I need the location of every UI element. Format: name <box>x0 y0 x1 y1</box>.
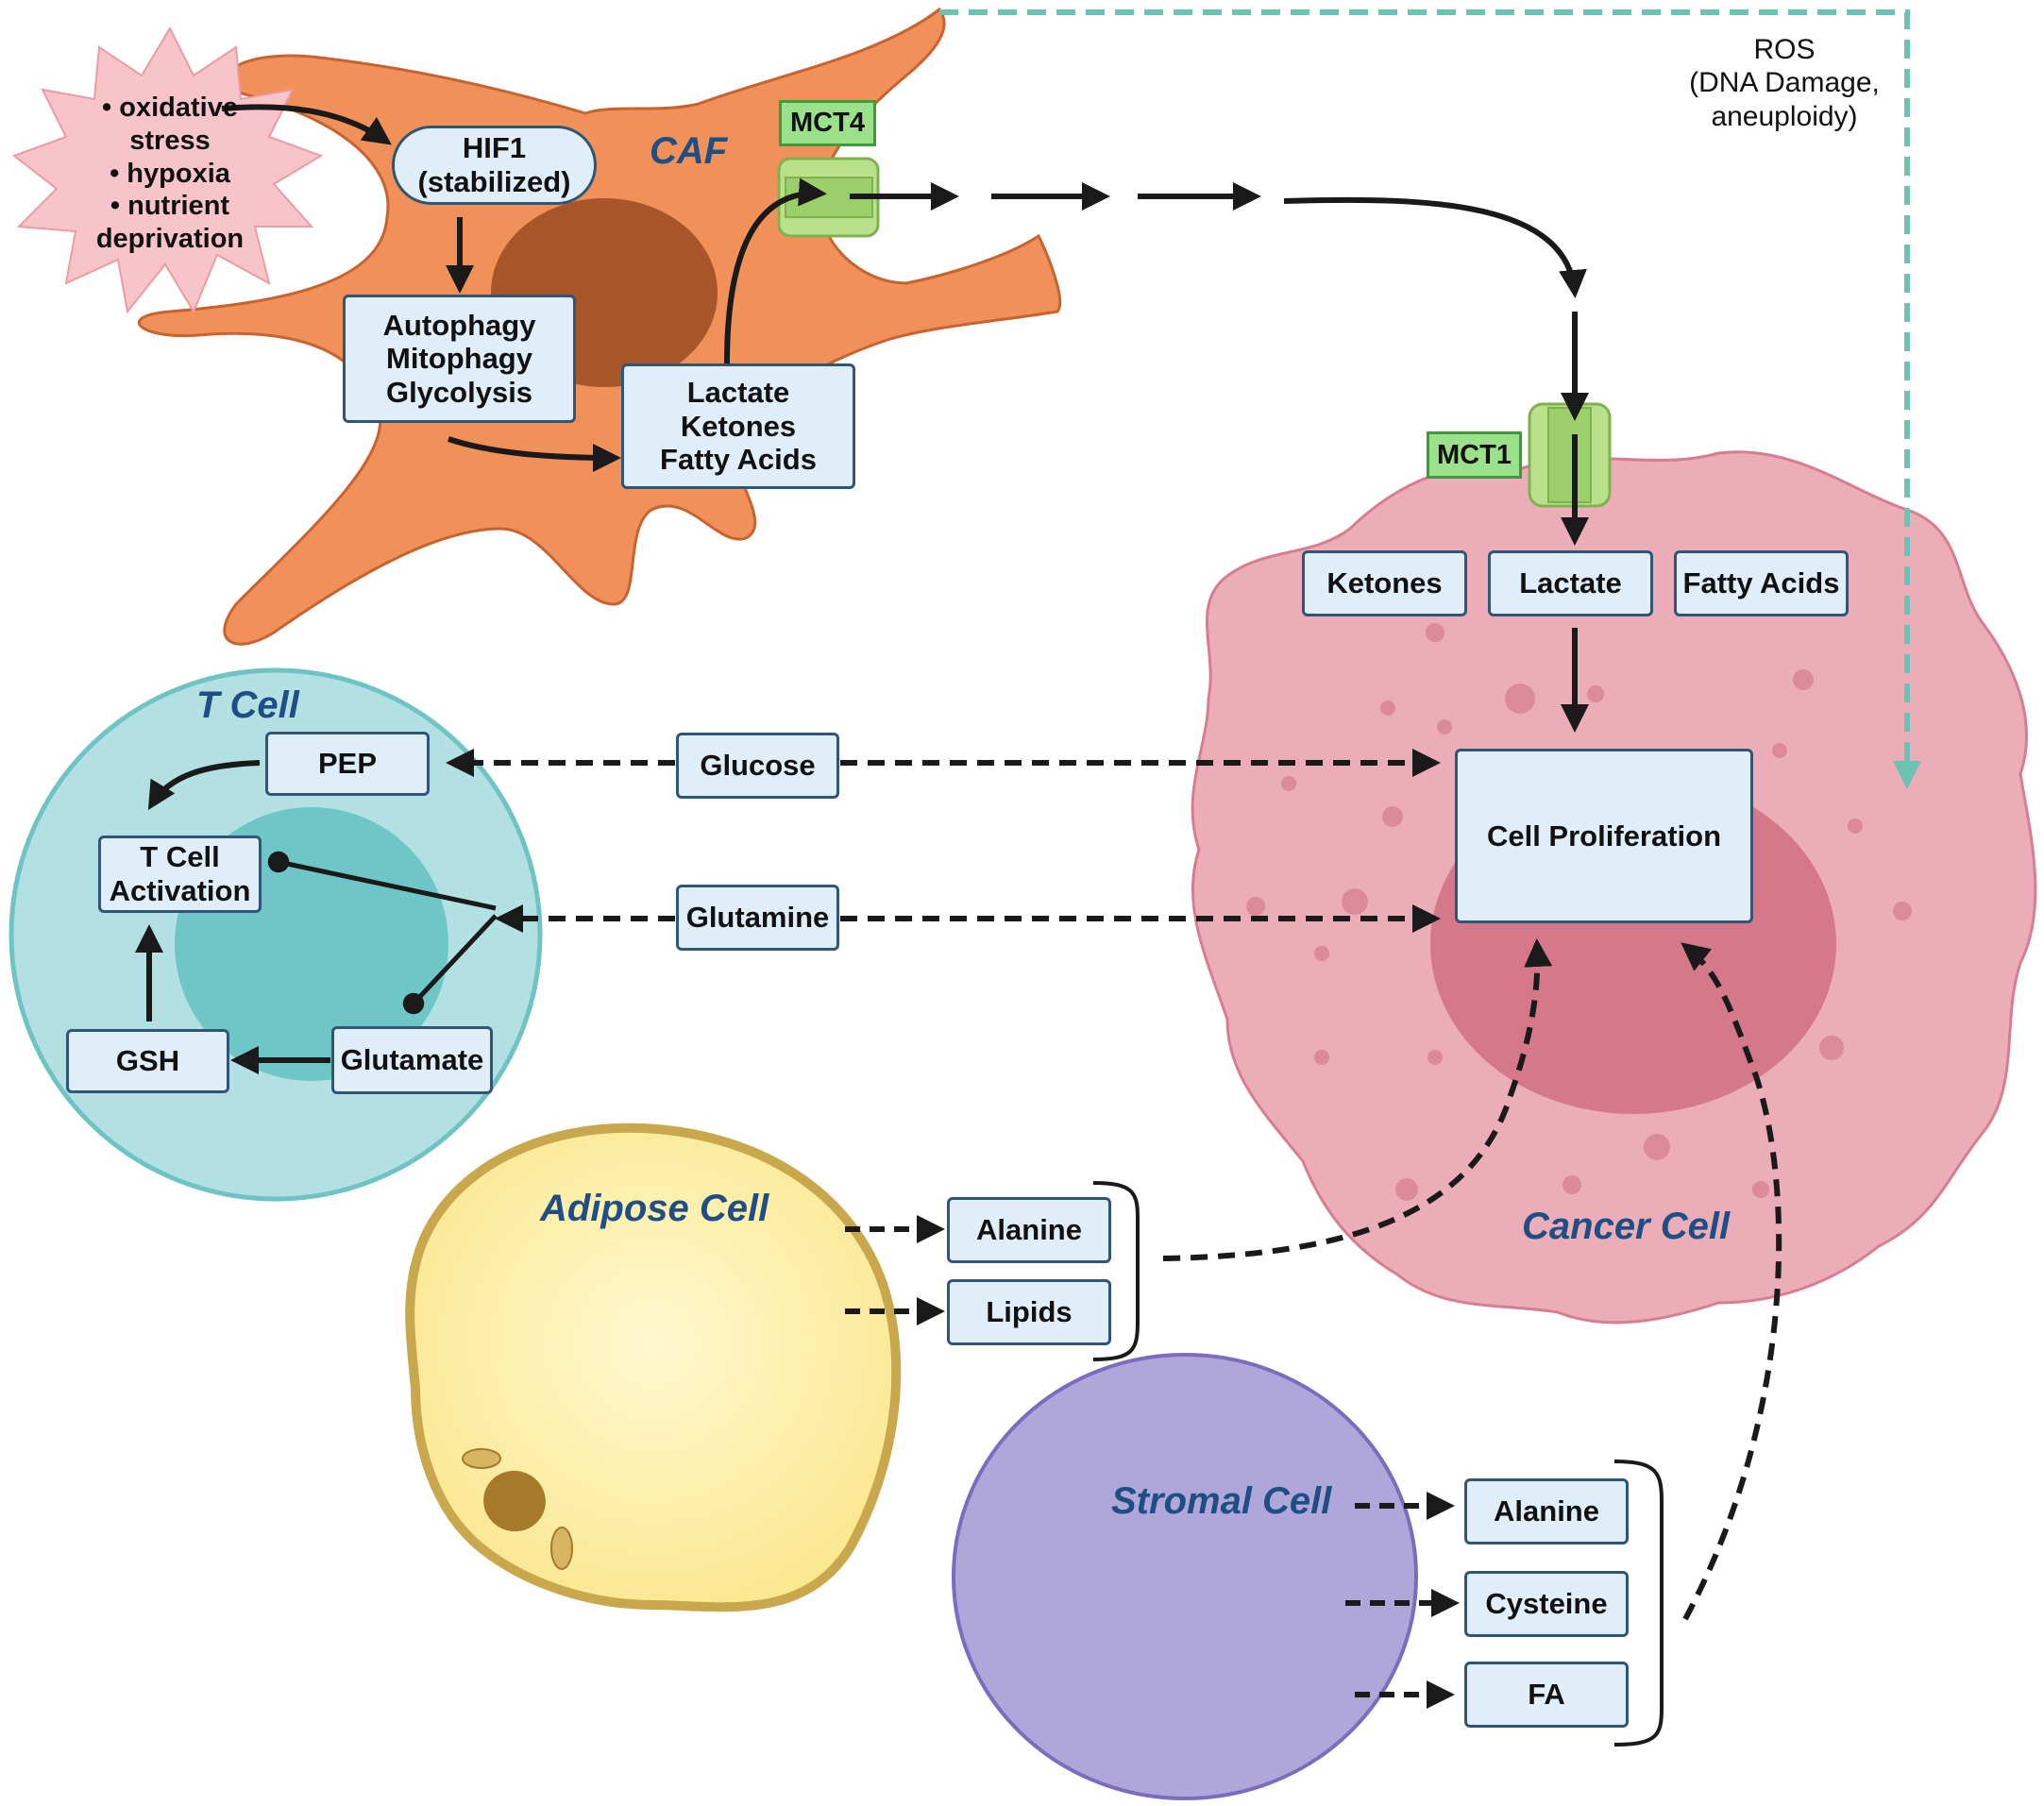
ketones-box: Ketones <box>1302 550 1467 616</box>
pep-box: PEP <box>265 732 430 796</box>
cancer-cell-label: Cancer Cell <box>1522 1206 1731 1247</box>
stromal-bracket <box>1613 1460 1664 1747</box>
pep-to-activation-arrow <box>147 760 261 811</box>
stromal-cysteine-box: Cysteine <box>1464 1571 1629 1637</box>
glucose-box: Glucose <box>676 733 839 799</box>
adipose-mitochondrion <box>550 1527 573 1570</box>
stromal-fa-box: FA <box>1464 1662 1629 1728</box>
fatty-acids-box: Fatty Acids <box>1674 550 1849 616</box>
stromal-cell-body <box>952 1353 1418 1800</box>
stress-list: • oxidative stress • hypoxia • nutrient … <box>95 93 245 255</box>
gsh-box: GSH <box>66 1029 229 1093</box>
glutamine-activation-inhibition <box>267 851 497 911</box>
glutamine-box: Glutamine <box>676 885 839 951</box>
adipose-nucleus <box>483 1470 546 1532</box>
hif1-box: HIF1 (stabilized) <box>392 126 597 205</box>
mct4-label: MCT4 <box>779 100 876 146</box>
ros-arrow <box>939 9 1921 789</box>
mct1-label: MCT1 <box>1427 431 1522 479</box>
caf-metabolites-box: Lactate Ketones Fatty Acids <box>621 363 855 489</box>
mct1-transporter-shape <box>1528 402 1612 508</box>
cell-proliferation-box: Cell Proliferation <box>1455 749 1753 923</box>
adipose-lipids-box: Lipids <box>947 1279 1111 1345</box>
caf-label: CAF <box>650 130 728 172</box>
stromal-alanine-box: Alanine <box>1464 1478 1629 1544</box>
stromal-cell-label: Stromal Cell <box>1111 1480 1332 1522</box>
adipose-mitochondrion <box>462 1448 501 1469</box>
stress-to-hif1-arrow <box>221 104 392 145</box>
ros-label: ROS (DNA Damage, aneuploidy) <box>1689 34 1880 132</box>
lactate-box: Lactate <box>1488 550 1653 616</box>
autophagy-box: Autophagy Mitophagy Glycolysis <box>343 295 576 423</box>
autophagy-to-metabolites-arrow <box>448 436 621 472</box>
cancer-vesicles <box>1246 623 1912 1201</box>
metabolites-to-mct4-arrow <box>724 177 827 364</box>
adipose-cell-label: Adipose Cell <box>540 1188 769 1229</box>
tcell-label: T Cell <box>196 684 299 726</box>
export-arrow-4 <box>1283 196 1587 298</box>
adipose-bracket <box>1092 1181 1140 1361</box>
stromal-to-proliferation-arrow <box>1681 942 1782 1621</box>
adipose-alanine-box: Alanine <box>947 1197 1111 1263</box>
glutamate-box: Glutamate <box>331 1026 493 1094</box>
glutamine-glutamate-inhibition <box>402 914 498 1015</box>
adipose-to-proliferation-arrow <box>1162 938 1553 1261</box>
tcell-activation-box: T Cell Activation <box>98 835 262 913</box>
